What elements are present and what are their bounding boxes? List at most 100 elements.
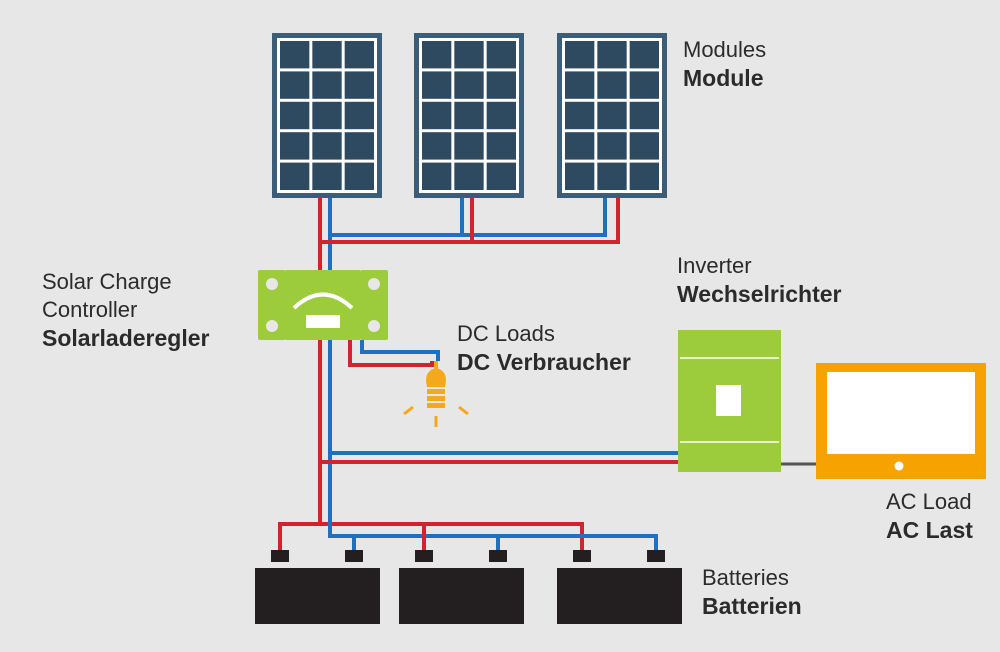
- panel-cell: [486, 162, 516, 190]
- ac-load-label-de: AC Last: [886, 517, 973, 544]
- ac-load-label-en: AC Load: [886, 489, 972, 514]
- negative-wire: [330, 198, 607, 237]
- panel-cell: [312, 162, 342, 190]
- modules-label: Modules Module: [683, 36, 766, 94]
- solar-panel-icon: [414, 33, 524, 198]
- light-bulb-icon: [403, 361, 469, 427]
- positive-wire: [278, 522, 320, 550]
- bulb-ray: [403, 405, 414, 416]
- batteries: [255, 550, 682, 624]
- panel-cell: [422, 71, 452, 99]
- controller-arc: [292, 292, 354, 310]
- screw-hole: [266, 278, 278, 290]
- monitor-button: [894, 461, 904, 471]
- panel-cell: [597, 101, 627, 130]
- controller-left-bracket: [258, 270, 286, 340]
- batteries-label-de: Batterien: [702, 593, 802, 620]
- dc-loads-label-de: DC Verbraucher: [457, 349, 631, 376]
- panel-cell: [422, 101, 452, 130]
- dc-loads-label-en: DC Loads: [457, 321, 555, 346]
- panel-cell: [597, 41, 627, 69]
- monitor-screen: [827, 372, 975, 454]
- charge-controller-label-de: Solarladeregler: [42, 325, 210, 352]
- solar-panels: [272, 33, 667, 198]
- charge-controller-label-en-2: Controller: [42, 297, 138, 323]
- panel-cell: [454, 162, 484, 190]
- panel-cell: [565, 162, 595, 190]
- battery-terminal-negative: [345, 550, 363, 562]
- panel-cell: [280, 132, 310, 160]
- inverter-icon: [678, 330, 781, 472]
- panel-cell: [422, 41, 452, 69]
- panel-cell: [486, 41, 516, 69]
- panel-cell: [629, 41, 659, 69]
- inverter-display: [716, 385, 741, 416]
- panel-cell: [629, 162, 659, 190]
- modules-label-en: Modules: [683, 37, 767, 62]
- monitor-icon: [816, 363, 986, 479]
- controller-display: [306, 315, 340, 328]
- negative-wire: [360, 340, 440, 361]
- battery-body: [557, 568, 682, 624]
- inverter-label: Inverter Wechselrichter: [677, 252, 841, 310]
- solar-panel-icon: [557, 33, 667, 198]
- panel-cell: [597, 162, 627, 190]
- controller-right-bracket: [360, 270, 388, 340]
- panel-cell: [422, 132, 452, 160]
- panel-cell: [565, 41, 595, 69]
- battery-terminal-negative: [647, 550, 665, 562]
- panel-cell: [312, 41, 342, 69]
- battery-body: [255, 568, 380, 624]
- panel-cell: [344, 132, 374, 160]
- battery-icon: [399, 550, 524, 624]
- panel-cell: [597, 132, 627, 160]
- solar-panel-icon: [272, 33, 382, 198]
- panel-cell: [344, 162, 374, 190]
- bulb-glass: [426, 368, 446, 387]
- battery-icon: [255, 550, 380, 624]
- panel-cell: [486, 71, 516, 99]
- inverter-label-de: Wechselrichter: [677, 281, 842, 308]
- battery-terminal-positive: [415, 550, 433, 562]
- ac-load-label: AC Load AC Last: [886, 488, 973, 546]
- dc-loads-label: DC Loads DC Verbraucher: [457, 320, 631, 378]
- panel-cell: [344, 41, 374, 69]
- wiring: [278, 198, 680, 550]
- panel-cell: [454, 132, 484, 160]
- screw-hole: [368, 278, 380, 290]
- batteries-label: Batteries Batterien: [702, 564, 802, 622]
- negative-wire: [328, 340, 658, 550]
- battery-terminal-negative: [489, 550, 507, 562]
- panel-cell: [344, 101, 374, 130]
- panel-cell: [565, 101, 595, 130]
- bulb-socket: [434, 361, 438, 369]
- battery-terminal-positive: [573, 550, 591, 562]
- panel-cell: [454, 41, 484, 69]
- charge-controller-label: Solar Charge Controller Solarladeregler: [42, 268, 209, 354]
- panel-cell: [344, 71, 374, 99]
- screw-hole: [368, 320, 380, 332]
- panel-cell: [454, 71, 484, 99]
- bulb-ray: [458, 405, 469, 416]
- panel-cell: [312, 132, 342, 160]
- panel-cell: [565, 132, 595, 160]
- panel-cell: [280, 71, 310, 99]
- panel-cell: [280, 101, 310, 130]
- panel-cell: [629, 101, 659, 130]
- modules-label-de: Module: [683, 65, 764, 92]
- panel-cell: [565, 71, 595, 99]
- bulb-base: [427, 389, 445, 394]
- panel-cell: [312, 101, 342, 130]
- panel-cell: [486, 132, 516, 160]
- batteries-label-en: Batteries: [702, 565, 789, 590]
- battery-icon: [557, 550, 682, 624]
- negative-wire: [330, 534, 356, 550]
- bulb-base: [427, 396, 445, 401]
- panel-cell: [629, 132, 659, 160]
- bulb-base: [427, 403, 445, 408]
- panel-cell: [629, 71, 659, 99]
- panel-cell: [280, 162, 310, 190]
- panel-cell: [280, 41, 310, 69]
- battery-body: [399, 568, 524, 624]
